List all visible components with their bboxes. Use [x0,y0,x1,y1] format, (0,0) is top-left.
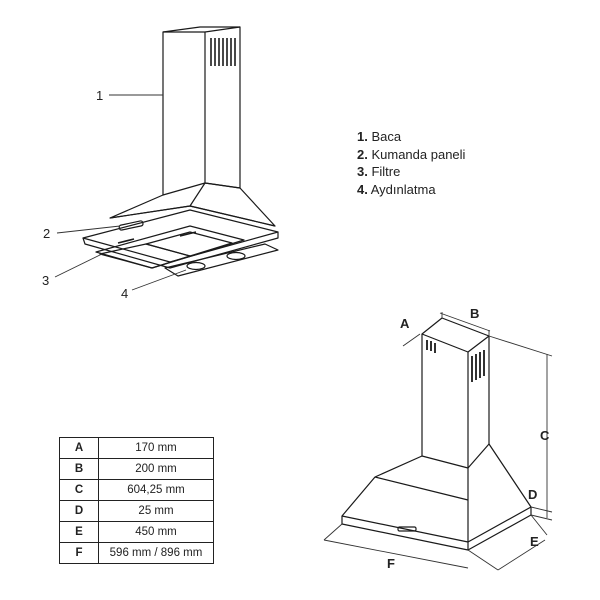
callout-4: 4 [121,286,128,301]
callout-3: 3 [42,273,49,288]
dim-label-e: E [530,534,539,549]
legend-item: 4. Aydınlatma [357,181,465,199]
dim-label-c: C [540,428,550,443]
dim-label-a: A [400,316,410,331]
legend-text: Aydınlatma [370,181,436,197]
legend-item: 3. Filtre [357,163,465,181]
dim-value: 604,25 mm [98,479,214,501]
legend-number: 4. [357,181,368,197]
dim-key: A [59,437,99,459]
callout-1: 1 [96,88,103,103]
dim-key: D [59,500,99,522]
dim-label-d: D [528,487,537,502]
dim-value: 450 mm [98,521,214,543]
dim-label-f: F [387,556,395,571]
legend-item: 2. Kumanda paneli [357,146,465,164]
legend-number: 3. [357,164,368,179]
dim-label-b: B [470,306,479,321]
control-panel-shape [118,220,144,231]
legend-text: Filtre [371,164,401,179]
dim-key: E [59,521,99,543]
legend-item: 1. Baca [357,128,465,146]
legend-number: 1. [357,129,368,144]
dim-value: 170 mm [98,437,214,459]
legend-number: 2. [357,146,368,162]
parts-legend: 1. Baca 2. Kumanda paneli 3. Filtre 4. A… [357,128,465,198]
vent-slots [210,38,236,66]
dim-key: C [59,479,99,501]
dim-value: 200 mm [98,458,214,480]
legend-text: Kumanda paneli [371,146,466,162]
dim-key: B [59,458,99,480]
dim-key: F [59,542,99,564]
callout-2: 2 [43,226,50,241]
legend-text: Baca [371,129,402,144]
dim-value: 596 mm / 896 mm [98,542,214,564]
light-panel-shape [164,243,279,277]
dim-value: 25 mm [98,500,214,522]
